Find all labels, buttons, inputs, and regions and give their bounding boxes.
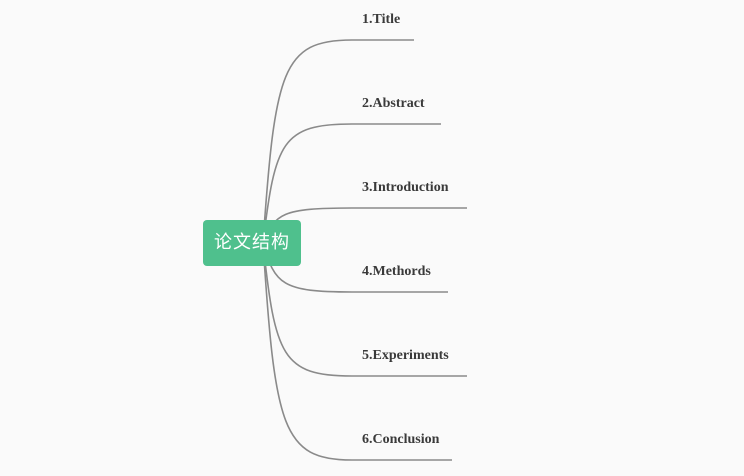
root-node[interactable]: 论文结构 bbox=[203, 220, 301, 266]
branch-node[interactable]: 6.Conclusion bbox=[362, 432, 440, 447]
branch-node[interactable]: 3.Introduction bbox=[362, 180, 449, 195]
branch-node[interactable]: 2.Abstract bbox=[362, 96, 425, 111]
branch-connector bbox=[262, 39, 353, 244]
branch-connector bbox=[262, 242, 353, 461]
branch-connector bbox=[262, 123, 353, 244]
branch-node[interactable]: 5.Experiments bbox=[362, 348, 449, 363]
branch-connector bbox=[262, 242, 353, 377]
branch-node[interactable]: 4.Methords bbox=[362, 264, 431, 279]
branch-node[interactable]: 1.Title bbox=[362, 12, 401, 27]
